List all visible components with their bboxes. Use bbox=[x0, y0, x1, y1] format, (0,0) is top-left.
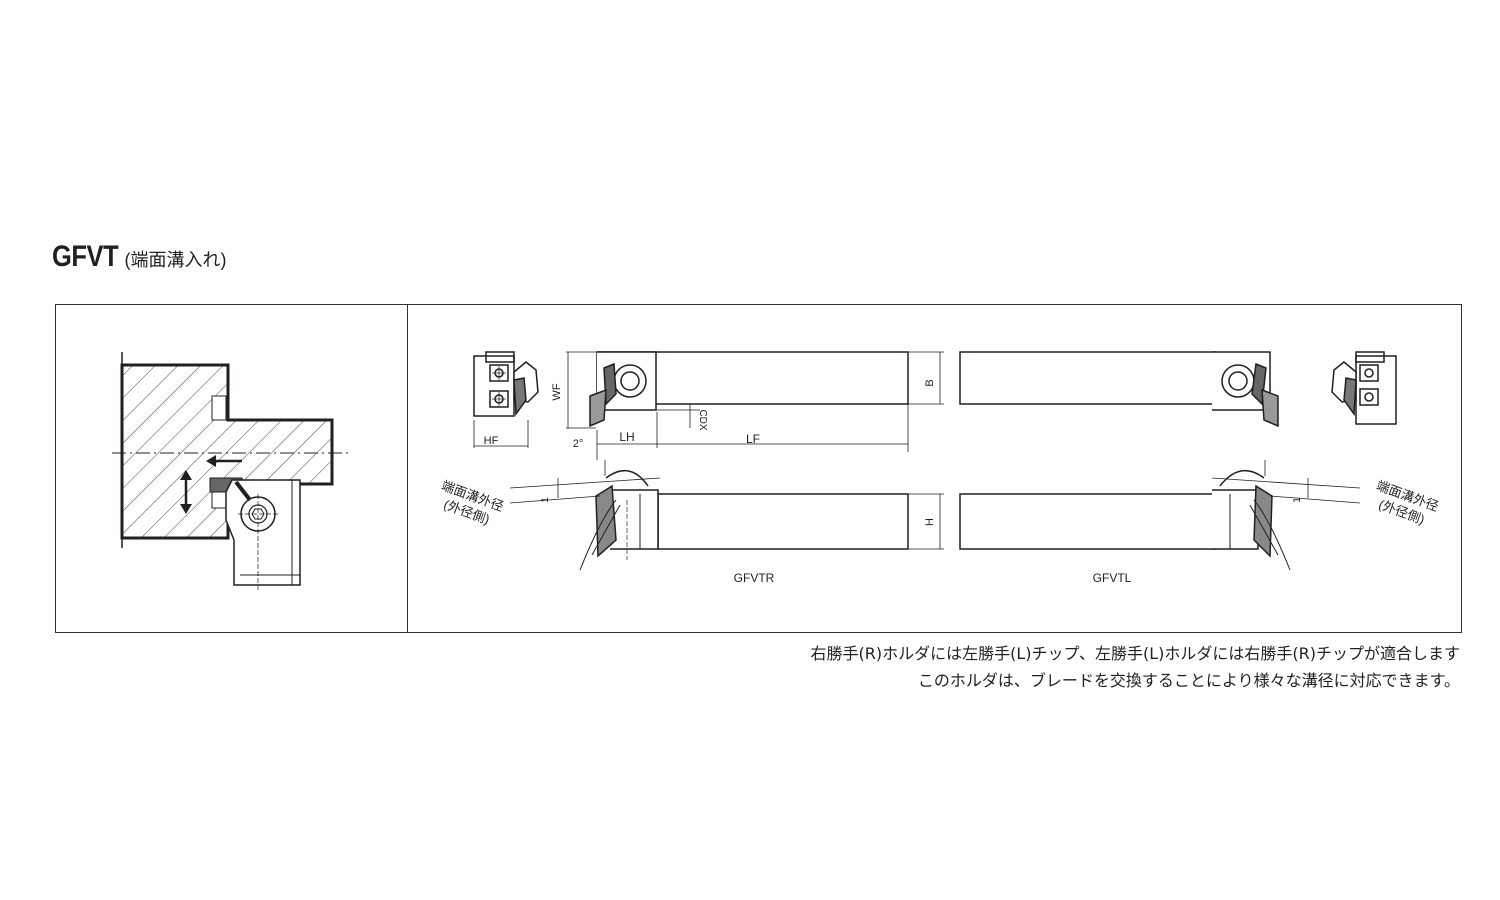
gfvtr-top-view bbox=[566, 351, 944, 460]
gfvtl-top-view bbox=[959, 351, 1279, 428]
one-right-label: 1 bbox=[1292, 497, 1303, 503]
blade-exchange-note: このホルダは、ブレードを交換することにより様々な溝径に対応できます。 bbox=[917, 671, 1460, 690]
cdx-dimension-label: CDX bbox=[697, 409, 708, 430]
product-subtitle: (端面溝入れ) bbox=[124, 250, 227, 270]
hf-dimension-label: HF bbox=[484, 435, 499, 447]
h-dimension-label: H bbox=[924, 518, 936, 526]
lf-dimension-label: LF bbox=[746, 432, 760, 446]
model-gfvtl-label: GFVTL bbox=[1093, 571, 1132, 585]
gfvtl-end-view bbox=[1331, 351, 1397, 425]
frame-divider bbox=[407, 304, 408, 633]
lh-dimension-label: LH bbox=[619, 430, 634, 444]
gfvtl-side-view bbox=[959, 460, 1361, 571]
angle-label: 2° bbox=[573, 438, 584, 450]
page-title: GFVT (端面溝入れ) bbox=[52, 240, 226, 274]
gfvtr-side-view bbox=[509, 460, 944, 571]
gfvtr-end-view bbox=[473, 351, 539, 448]
drawing-frame bbox=[55, 304, 1462, 633]
application-illustration bbox=[112, 352, 348, 592]
compatibility-note: 右勝手(R)ホルダには左勝手(L)チップ、左勝手(L)ホルダには右勝手(R)チッ… bbox=[810, 644, 1460, 663]
product-code: GFVT bbox=[52, 240, 119, 273]
one-left-label: 1 bbox=[540, 497, 551, 503]
wf-dimension-label: WF bbox=[551, 383, 563, 400]
b-dimension-label: B bbox=[924, 379, 936, 386]
model-gfvtr-label: GFVTR bbox=[734, 571, 775, 585]
